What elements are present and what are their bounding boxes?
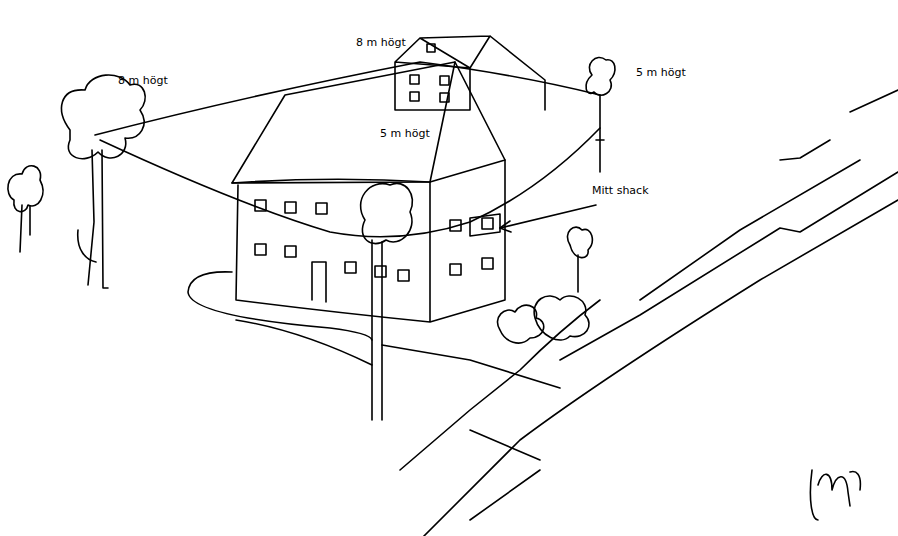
door bbox=[312, 262, 326, 302]
road-edge bbox=[780, 90, 898, 160]
antenna-wire bbox=[95, 62, 600, 135]
tree-canopy bbox=[361, 183, 413, 243]
tree-canopy bbox=[586, 58, 615, 96]
roof bbox=[232, 62, 455, 183]
height-label: 8 m högt bbox=[356, 36, 406, 49]
height-label: 5 m högt bbox=[380, 127, 430, 140]
tree-trunk bbox=[577, 255, 579, 292]
road-edge bbox=[560, 160, 898, 360]
shack-window-frame bbox=[470, 214, 500, 236]
signature bbox=[810, 470, 860, 520]
window bbox=[427, 44, 435, 52]
window bbox=[410, 92, 419, 101]
house-wall bbox=[236, 160, 505, 322]
tree-trunk bbox=[20, 205, 30, 252]
arrow-head bbox=[500, 221, 511, 232]
tree-trunk bbox=[88, 150, 108, 288]
height-label: 8 m högt bbox=[118, 74, 168, 87]
tree-canopy bbox=[62, 75, 146, 159]
window bbox=[440, 76, 449, 85]
walkway bbox=[236, 320, 372, 365]
roof-edge bbox=[232, 62, 505, 183]
walkway bbox=[382, 345, 560, 388]
tree-trunk bbox=[78, 230, 96, 262]
road-edge bbox=[470, 430, 540, 520]
tree-trunk bbox=[596, 95, 604, 172]
windows bbox=[255, 200, 493, 281]
tree-canopy bbox=[8, 166, 43, 212]
tree-canopy bbox=[567, 227, 592, 258]
house-outline bbox=[395, 36, 545, 110]
bush bbox=[534, 296, 589, 340]
callout-label: Mitt shack bbox=[592, 184, 649, 197]
leader-arrow bbox=[500, 205, 596, 228]
tree-trunk bbox=[372, 240, 382, 420]
road-edge bbox=[400, 200, 898, 536]
window bbox=[410, 75, 419, 84]
height-label: 5 m högt bbox=[636, 66, 686, 79]
